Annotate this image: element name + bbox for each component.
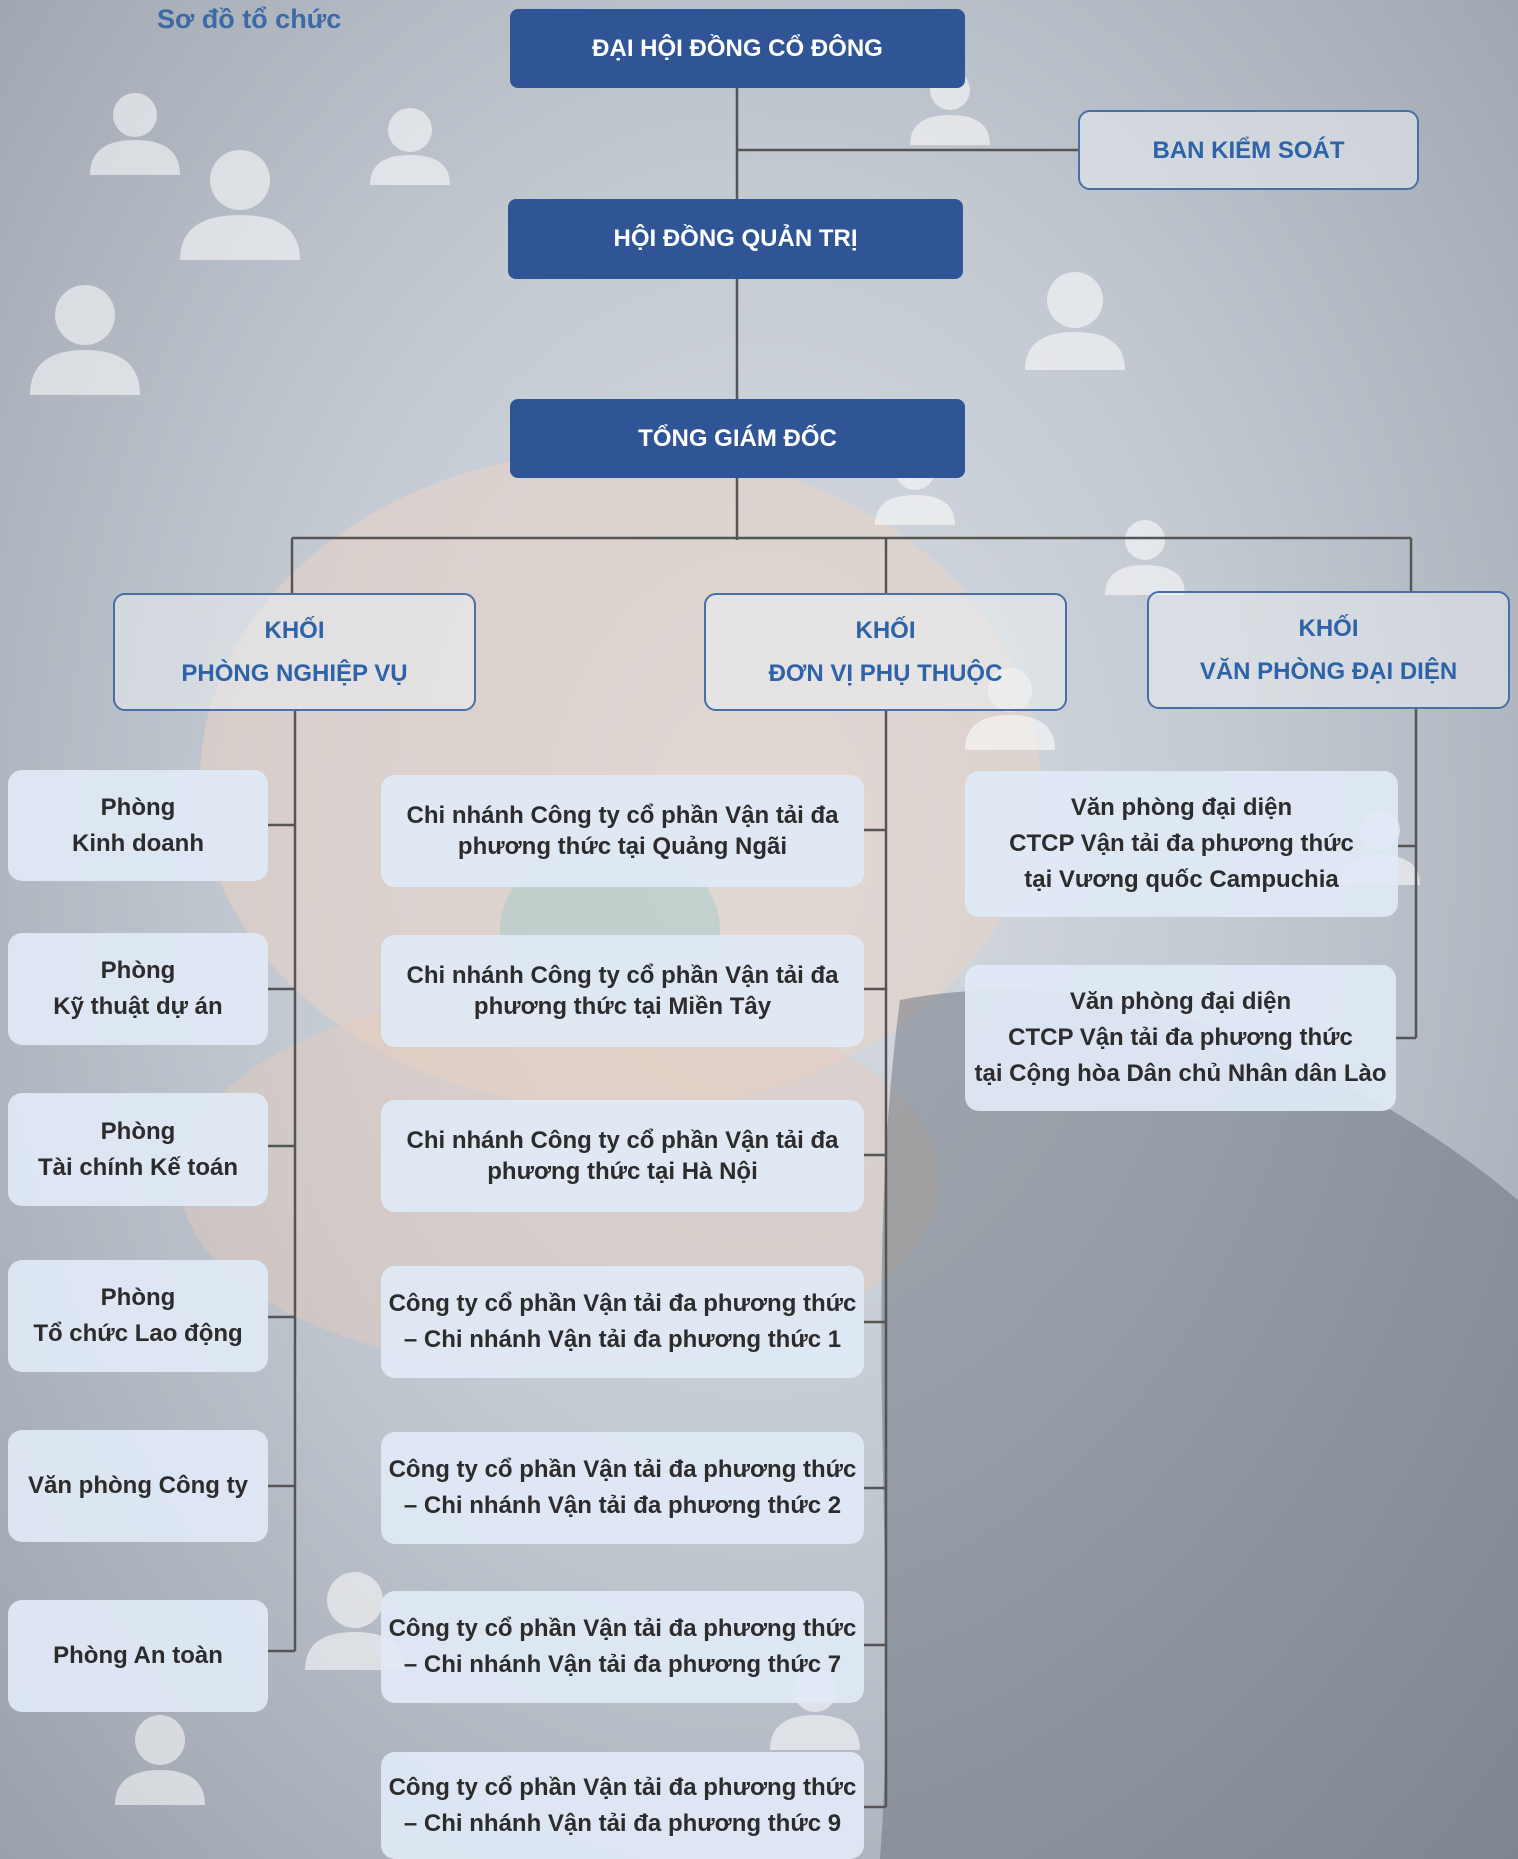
department-line: Phòng bbox=[100, 793, 176, 821]
department-line: Phòng An toàn bbox=[53, 1642, 223, 1669]
unit-line: Chi nhánh Công ty cổ phần Vận tải đa bbox=[406, 802, 839, 829]
office-line: Văn phòng đại diện bbox=[1069, 988, 1292, 1015]
unit-box: Chi nhánh Công ty cổ phần Vận tải đa phư… bbox=[381, 775, 864, 887]
block-business-line1: KHỐI bbox=[264, 617, 325, 644]
unit-box: Công ty cổ phần Vận tải đa phương thức –… bbox=[381, 1752, 864, 1859]
unit-line: – Chi nhánh Vận tải đa phương thức 9 bbox=[403, 1809, 842, 1837]
office-line: Văn phòng đại diện bbox=[1070, 794, 1293, 821]
office-line: tại Vương quốc Campuchia bbox=[1024, 866, 1339, 893]
ceo-box: TỔNG GIÁM ĐỐC bbox=[510, 399, 965, 478]
unit-line: – Chi nhánh Vận tải đa phương thức 1 bbox=[403, 1326, 842, 1353]
department-line: Tổ chức Lao động bbox=[33, 1320, 243, 1347]
block-business-line2: PHÒNG NGHIỆP VỤ bbox=[181, 660, 408, 687]
board-label: HỘI ĐỒNG QUẢN TRỊ bbox=[613, 225, 858, 252]
unit-box: Công ty cổ phần Vận tải đa phương thức –… bbox=[381, 1432, 864, 1544]
block-units: KHỐI ĐƠN VỊ PHỤ THUỘC bbox=[704, 593, 1067, 711]
office-line: CTCP Vận tải đa phương thức bbox=[1009, 830, 1354, 857]
office-box: Văn phòng đại diện CTCP Vận tải đa phươn… bbox=[965, 965, 1396, 1111]
unit-line: Chi nhánh Công ty cổ phần Vận tải đa bbox=[406, 962, 839, 989]
department-box: Phòng Tài chính Kế toán bbox=[8, 1093, 268, 1206]
department-line: Phòng bbox=[100, 1117, 176, 1145]
department-line: Kỹ thuật dự án bbox=[53, 993, 223, 1020]
unit-line: Công ty cổ phần Vận tải đa phương thức bbox=[388, 1456, 857, 1483]
department-box: Phòng Tổ chức Lao động bbox=[8, 1260, 268, 1372]
department-line: Phòng bbox=[100, 957, 176, 984]
department-line: Phòng bbox=[100, 1284, 176, 1311]
supervisory-box: BAN KIỂM SOÁT bbox=[1078, 110, 1419, 190]
block-offices-line2: VĂN PHÒNG ĐẠI DIỆN bbox=[1199, 658, 1458, 685]
shareholders-label: ĐẠI HỘI ĐỒNG CỔ ĐÔNG bbox=[592, 34, 883, 62]
unit-line: phương thức tại Quảng Ngãi bbox=[457, 833, 788, 860]
office-line: CTCP Vận tải đa phương thức bbox=[1008, 1024, 1353, 1051]
unit-line: Công ty cổ phần Vận tải đa phương thức bbox=[388, 1773, 857, 1801]
unit-box: Chi nhánh Công ty cổ phần Vận tải đa phư… bbox=[381, 1100, 864, 1212]
page-title: Sơ đồ tổ chức bbox=[157, 4, 342, 34]
unit-line: Công ty cổ phần Vận tải đa phương thức bbox=[388, 1615, 857, 1642]
office-line: tại Cộng hòa Dân chủ Nhân dân Lào bbox=[974, 1060, 1387, 1087]
unit-box: Công ty cổ phần Vận tải đa phương thức –… bbox=[381, 1266, 864, 1378]
unit-line: – Chi nhánh Vận tải đa phương thức 7 bbox=[403, 1651, 842, 1678]
unit-line: – Chi nhánh Vận tải đa phương thức 2 bbox=[403, 1492, 842, 1519]
block-units-line1: KHỐI bbox=[855, 617, 916, 644]
unit-line: phương thức tại Miền Tây bbox=[473, 993, 772, 1020]
office-box: Văn phòng đại diện CTCP Vận tải đa phươn… bbox=[965, 771, 1398, 917]
board-box: HỘI ĐỒNG QUẢN TRỊ bbox=[508, 199, 963, 279]
unit-line: Công ty cổ phần Vận tải đa phương thức bbox=[388, 1290, 857, 1317]
department-box: Phòng Kỹ thuật dự án bbox=[8, 933, 268, 1045]
block-offices-line1: KHỐI bbox=[1298, 615, 1359, 642]
department-line: Tài chính Kế toán bbox=[37, 1153, 238, 1181]
department-line: Kinh doanh bbox=[72, 829, 204, 857]
unit-line: Chi nhánh Công ty cổ phần Vận tải đa bbox=[406, 1127, 839, 1154]
block-units-line2: ĐƠN VỊ PHỤ THUỘC bbox=[768, 660, 1003, 687]
department-box: Văn phòng Công ty bbox=[8, 1430, 268, 1542]
block-business: KHỐI PHÒNG NGHIỆP VỤ bbox=[113, 593, 476, 711]
department-box: Phòng Kinh doanh bbox=[8, 770, 268, 881]
supervisory-label: BAN KIỂM SOÁT bbox=[1152, 136, 1345, 164]
unit-box: Chi nhánh Công ty cổ phần Vận tải đa phư… bbox=[381, 935, 864, 1047]
unit-line: phương thức tại Hà Nội bbox=[487, 1158, 758, 1185]
ceo-label: TỔNG GIÁM ĐỐC bbox=[638, 424, 837, 452]
shareholders-box: ĐẠI HỘI ĐỒNG CỔ ĐÔNG bbox=[510, 9, 965, 88]
unit-box: Công ty cổ phần Vận tải đa phương thức –… bbox=[381, 1591, 864, 1703]
department-line: Văn phòng Công ty bbox=[28, 1472, 248, 1499]
block-offices: KHỐI VĂN PHÒNG ĐẠI DIỆN bbox=[1147, 591, 1510, 709]
department-box: Phòng An toàn bbox=[8, 1600, 268, 1712]
